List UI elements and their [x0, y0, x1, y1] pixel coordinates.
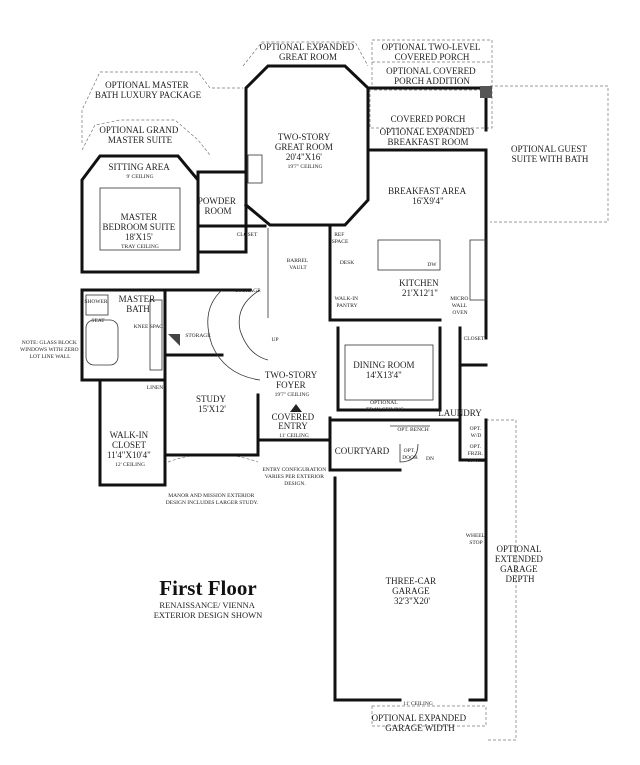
dw-label: DW	[427, 262, 437, 268]
micro-oven-label: MICRO WALL OVEN	[450, 296, 469, 316]
entry-config-note: ENTRY CONFIGURATION VARIES PER EXTERIOR …	[262, 467, 327, 487]
sitting-area-label: SITTING AREA 9' CEILING	[109, 162, 172, 180]
opt-two-level-porch: OPTIONAL TWO-LEVEL COVERED PORCH	[382, 42, 483, 62]
plan-title: First Floor	[159, 576, 256, 600]
opt-frzr-label: OPT. FRZR. SPACE	[468, 444, 485, 464]
garage-ceiling-label: 11' CEILING	[403, 701, 433, 707]
opt-extended-garage: OPTIONAL EXTENDED GARAGE DEPTH	[495, 544, 545, 584]
powder-room-label: POWDER ROOM	[198, 196, 238, 216]
opt-expanded-garage-width: OPTIONAL EXPANDED GARAGE WIDTH	[372, 713, 469, 733]
option-labels: OPTIONAL EXPANDED GREAT ROOM OPTIONAL TW…	[95, 42, 589, 733]
wheel-stop-label: WHEEL STOP	[466, 533, 486, 546]
room-labels: TWO-STORY GREAT ROOM 20'4"X16' 19'7" CEI…	[102, 132, 482, 606]
opt-wd-label: OPT. W/D	[470, 426, 483, 439]
barrel-vault-label: BARREL VAULT	[287, 258, 310, 271]
closet-label-a: CLOSET	[237, 232, 258, 238]
kitchen-label: KITCHEN 21'X12'1"	[399, 278, 441, 298]
knee-space-label: KNEE SPACE	[134, 324, 167, 330]
plan-subtitle: RENAISSANCE/ VIENNA EXTERIOR DESIGN SHOW…	[154, 600, 263, 620]
linen-label: LINEN	[147, 385, 164, 391]
seat-label: SEAT	[91, 318, 105, 324]
notes: NOTE: GLASS BLOCK WINDOWS WITH ZERO LOT …	[20, 340, 327, 506]
opt-expanded-breakfast: OPTIONAL EXPANDED BREAKFAST ROOM	[380, 127, 477, 147]
breakfast-area-label: BREAKFAST AREA 16'X9'4"	[388, 186, 468, 206]
laundry-label: LAUNDRY	[438, 408, 482, 418]
garage-label: THREE-CAR GARAGE 32'3"X20'	[386, 576, 439, 606]
dining-room-label: DINING ROOM 14'X13'4" OPTIONAL TRAY CEIL…	[353, 360, 417, 413]
fixtures	[85, 86, 492, 463]
storage-label-a: STORAGE	[235, 288, 261, 294]
optional-outlines	[81, 39, 609, 741]
manor-note: MANOR AND MISSION EXTERIOR DESIGN INCLUD…	[166, 493, 259, 506]
desk-label: DESK	[340, 260, 354, 266]
title-block: First Floor RENAISSANCE/ VIENNA EXTERIOR…	[154, 576, 263, 620]
covered-porch: COVERED PORCH	[391, 114, 466, 124]
glass-block-note: NOTE: GLASS BLOCK WINDOWS WITH ZERO LOT …	[20, 340, 80, 360]
opt-grand-master: OPTIONAL GRAND MASTER SUITE	[99, 125, 180, 145]
opt-door-label: OPT. DOOR	[402, 448, 418, 461]
up-label: UP	[271, 337, 278, 343]
closet-label-b: CLOSET	[464, 336, 485, 342]
storage-label-b: STORAGE	[185, 333, 211, 339]
dn-label: DN	[426, 456, 434, 462]
covered-entry-label: COVERED ENTRY 11' CEILING	[272, 412, 317, 439]
pantry-label: WALK-IN PANTRY	[335, 296, 360, 309]
small-labels: CLOSET CLOSET REF SPACE DESK DW WALK-IN …	[84, 232, 486, 707]
master-bedroom-label: MASTER BEDROOM SUITE 18'X15' TRAY CEILIN…	[102, 212, 177, 250]
opt-master-bath-lux: OPTIONAL MASTER BATH LUXURY PACKAGE	[95, 80, 202, 100]
great-room-label: TWO-STORY GREAT ROOM 20'4"X16' 19'7" CEI…	[275, 132, 335, 170]
courtyard-label: COURTYARD	[335, 446, 390, 456]
foyer-label: TWO-STORY FOYER 19'7" CEILING	[265, 370, 319, 398]
walk-in-closet-label: WALK-IN CLOSET 11'4"X10'4" 12' CEILING	[107, 430, 153, 468]
opt-guest-suite: OPTIONAL GUEST SUITE WITH BATH	[511, 144, 589, 164]
shower-label: SHOWER	[84, 299, 108, 305]
opt-covered-porch-addition: OPTIONAL COVERED PORCH ADDITION	[386, 66, 478, 86]
opt-bench-label: OPT. BENCH	[397, 427, 428, 433]
ref-space-label: REF SPACE	[332, 232, 349, 245]
study-label: STUDY 15'X12'	[196, 394, 228, 414]
master-bath-label: MASTER BATH	[119, 294, 158, 314]
opt-expanded-great-room: OPTIONAL EXPANDED GREAT ROOM	[260, 42, 357, 62]
